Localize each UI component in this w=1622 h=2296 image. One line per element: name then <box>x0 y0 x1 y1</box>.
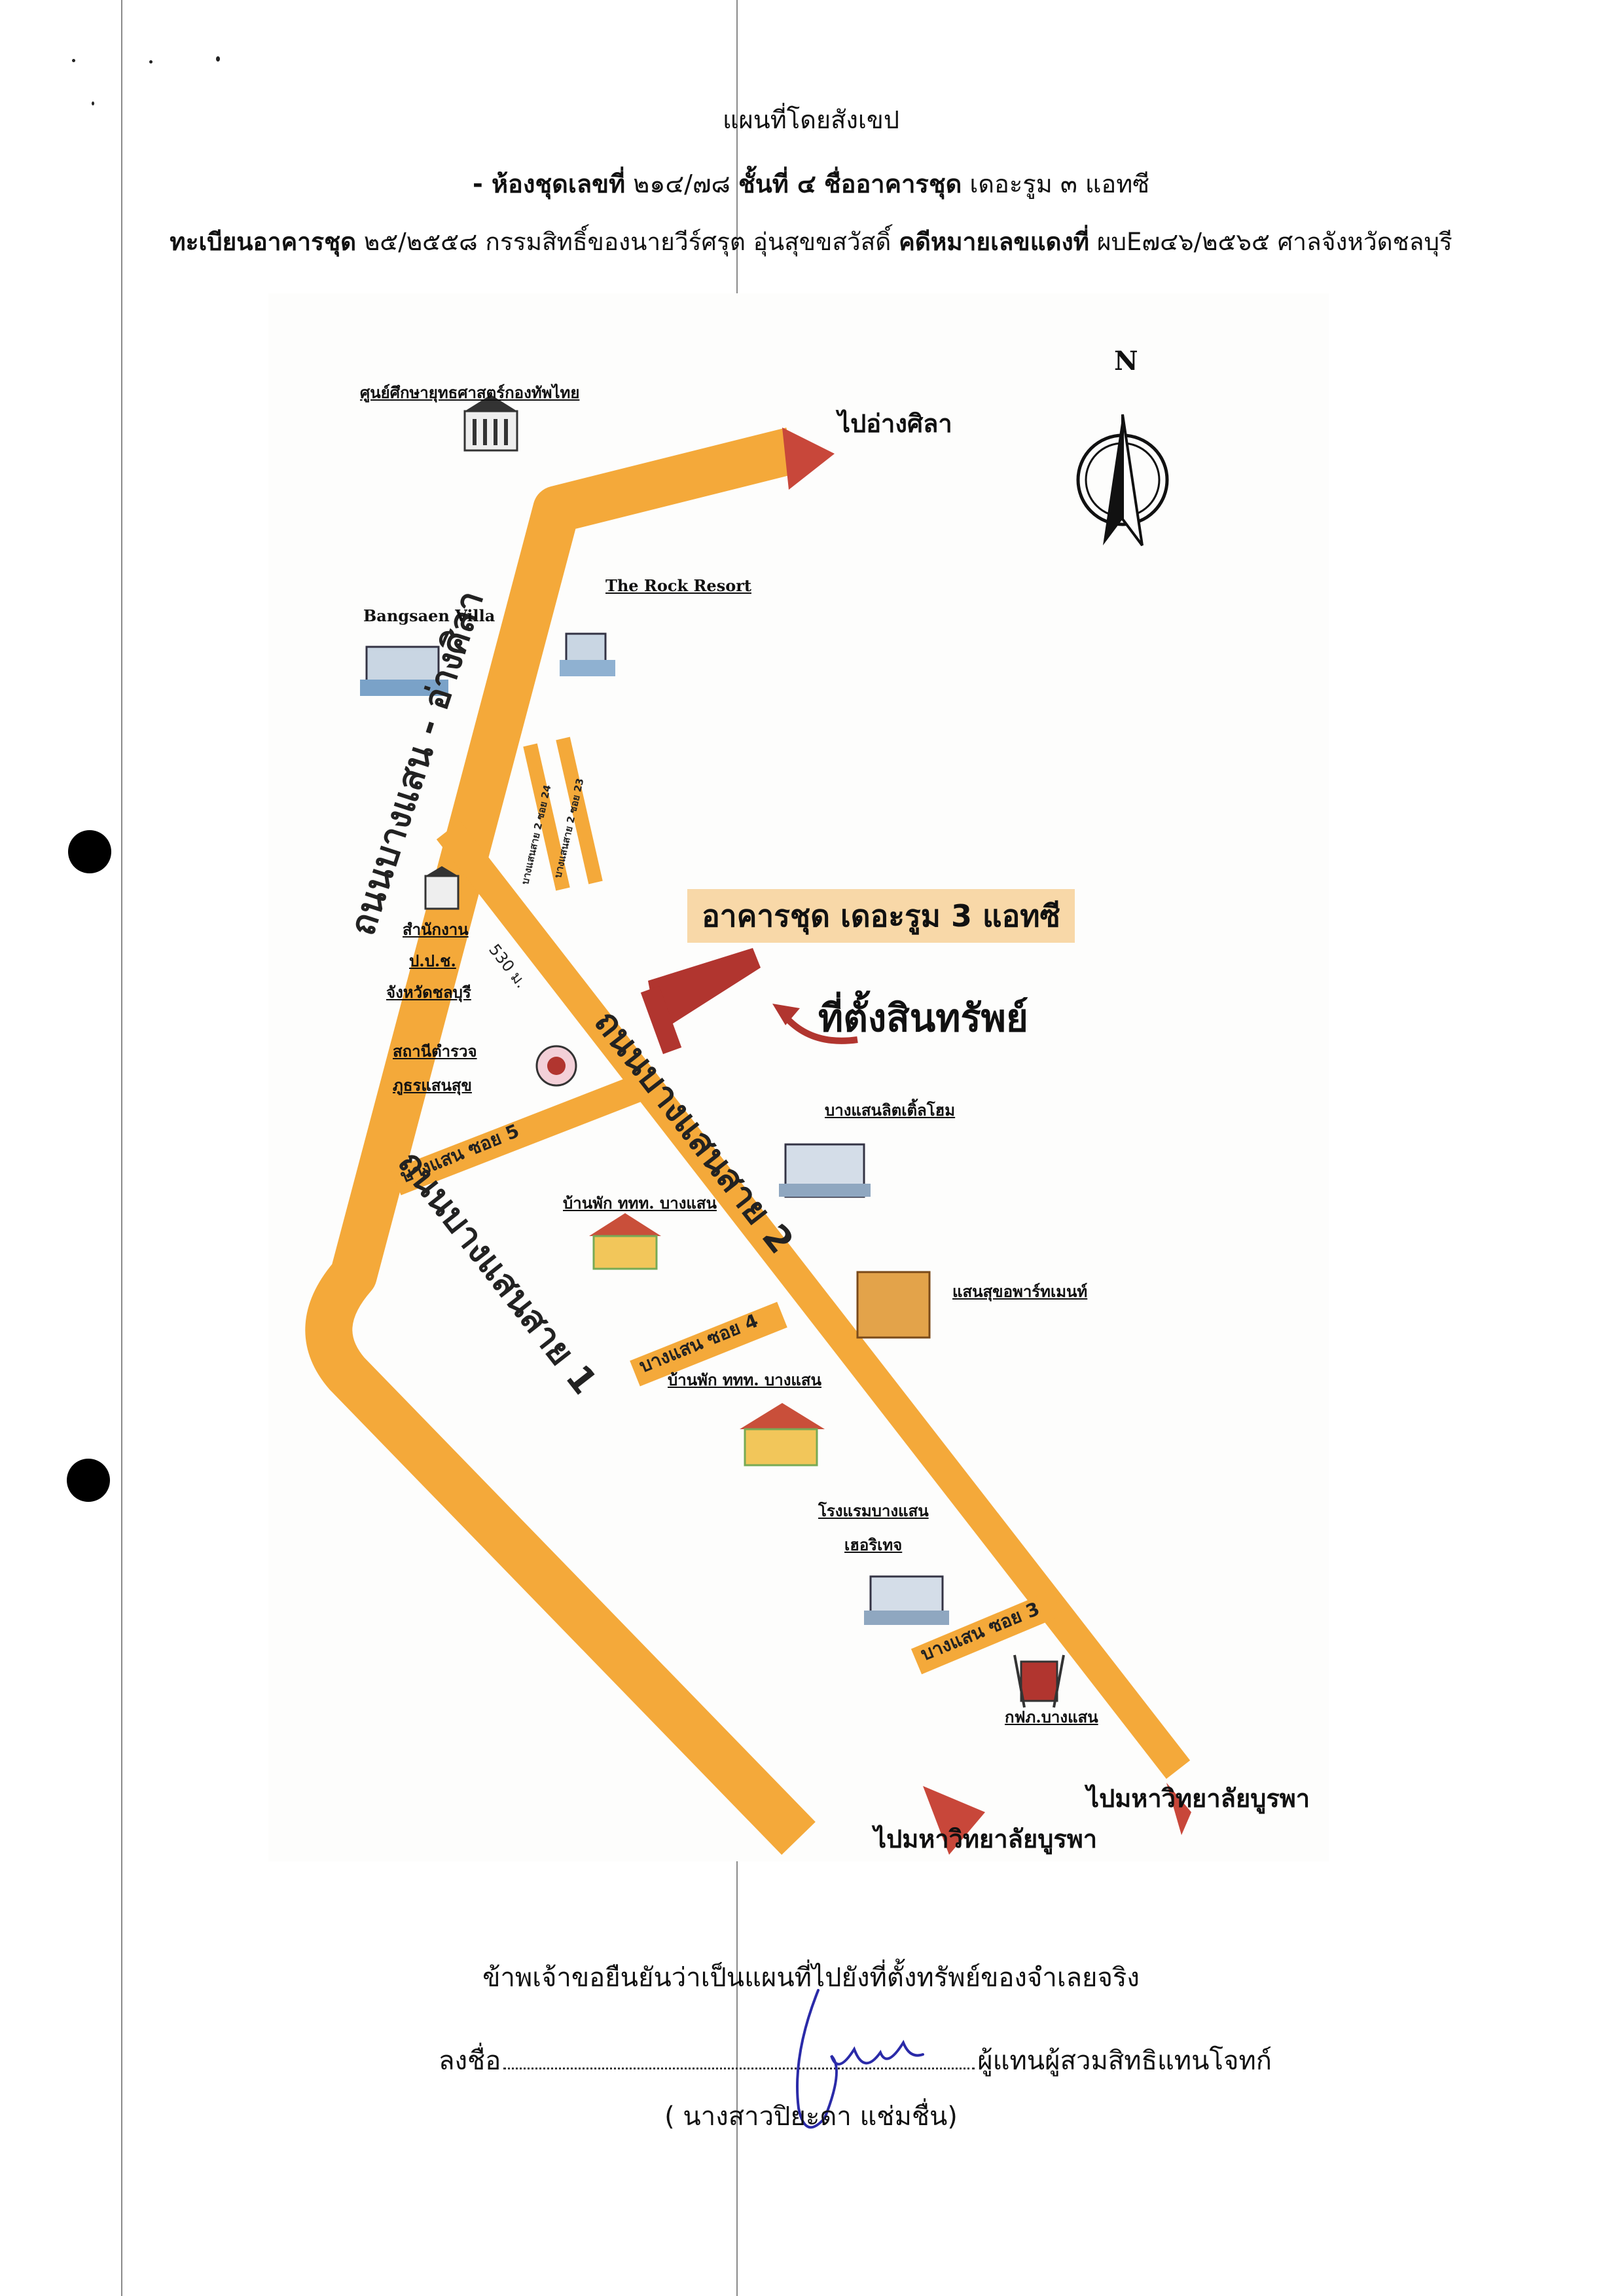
doc-title: แผนที่โดยสังเขป <box>723 105 899 134</box>
road-soi-24 <box>523 743 570 891</box>
rock-resort-label: The Rock Resort <box>605 576 751 595</box>
to-burapha-right-label: ไปมหาวิทยาลัยบูรพา <box>1087 1783 1310 1813</box>
handwritten-signature <box>733 1977 929 2147</box>
police-label-1: สถานีตำรวจ <box>393 1042 477 1061</box>
nacc-office-icon <box>424 866 460 910</box>
location-map: ถนนบางแสน - อ่างศิลา ถนนบางแสนสาย 1 ถนนบ… <box>268 293 1329 1861</box>
road-soi-5 <box>391 1074 647 1195</box>
arrow-angsila <box>782 428 835 490</box>
arrow-burapha-right <box>1166 1783 1191 1835</box>
army-center-icon <box>463 395 518 452</box>
little-home-label: บางแสนลิตเติ้ลโฮม <box>825 1101 956 1120</box>
egat-icon <box>1013 1654 1065 1708</box>
left-margin-line <box>121 0 122 2296</box>
heritage-label-1: โรงแรมบางแสน <box>818 1501 929 1520</box>
north-label: N <box>1114 346 1138 376</box>
tat-house-2-label: บ้านพัก ททท. บางแสน <box>668 1370 821 1389</box>
building-callout: อาคารชุด เดอะรูม 3 แอทซี <box>687 889 1075 943</box>
office-label-2: ป.ป.ช. <box>409 951 456 970</box>
punch-hole <box>67 1459 110 1502</box>
north-compass <box>1076 414 1169 547</box>
property-location-label: ที่ตั้งสินทรัพย์ <box>818 996 1028 1040</box>
arrow-burapha-left <box>923 1786 985 1855</box>
certify-statement: ข้าพเจ้าขอยืนยันว่าเป็นแผนที่ไปยังที่ตั้… <box>482 1963 1140 1993</box>
registration-line: ทะเบียนอาคารชุด ๒๕/๒๕๕๘ กรรมสิทธิ์ของนาย… <box>170 228 1452 256</box>
unit-line: - ห้องชุดเลขที่ ๒๑๔/๗๘ ชั้นที่ ๔ ชื่ออาค… <box>472 170 1150 198</box>
egat-label: กฟภ.บางแสน <box>1005 1707 1098 1726</box>
bangsaen-villa-label: Bangsaen Villa <box>363 606 496 625</box>
road-soi-3 <box>910 1590 1063 1675</box>
tat-house-1-icon <box>589 1213 661 1270</box>
tat-house-2-icon <box>740 1403 825 1467</box>
scan-specks <box>65 52 236 118</box>
heritage-label-2: เฮอริเทจ <box>844 1535 903 1554</box>
police-label-2: ภูธรแสนสุข <box>393 1076 472 1095</box>
office-label-1: สำนักงาน <box>403 920 469 939</box>
apartment-label: แสนสุขอพาร์ทเมนท์ <box>952 1282 1088 1301</box>
tat-house-1-label: บ้านพัก ททท. บางแสน <box>563 1194 717 1212</box>
property-building <box>648 948 761 1033</box>
signature-line: ลงชื่อผู้แทนผู้สวมสิทธิแทนโจทก์ <box>439 2046 1272 2076</box>
to-burapha-left-label: ไปมหาวิทยาลัยบูรพา <box>874 1824 1098 1853</box>
bangsaen-villa-icon <box>360 646 448 696</box>
road-soi-23 <box>556 737 603 884</box>
property-pointer <box>783 1014 858 1044</box>
army-center-label: ศูนย์ศึกษายุทธศาสตร์กองทัพไทย <box>360 383 580 402</box>
apartment-icon <box>856 1271 931 1339</box>
punch-hole <box>68 830 111 873</box>
heritage-hotel-icon <box>864 1575 949 1625</box>
little-home-icon <box>779 1143 871 1198</box>
to-angsila-label: ไปอ่างศิลา <box>838 409 952 438</box>
signer-name: ( นางสาวปิยะดา แช่มชื่น) <box>664 2102 958 2132</box>
map-graphics <box>305 395 1191 1855</box>
road-bangsaen-angsila <box>305 428 816 1855</box>
road-soi-4 <box>630 1302 787 1387</box>
police-icon <box>535 1045 577 1087</box>
office-label-3: จังหวัดชลบุรี <box>386 983 471 1002</box>
rock-resort-icon <box>560 632 615 676</box>
